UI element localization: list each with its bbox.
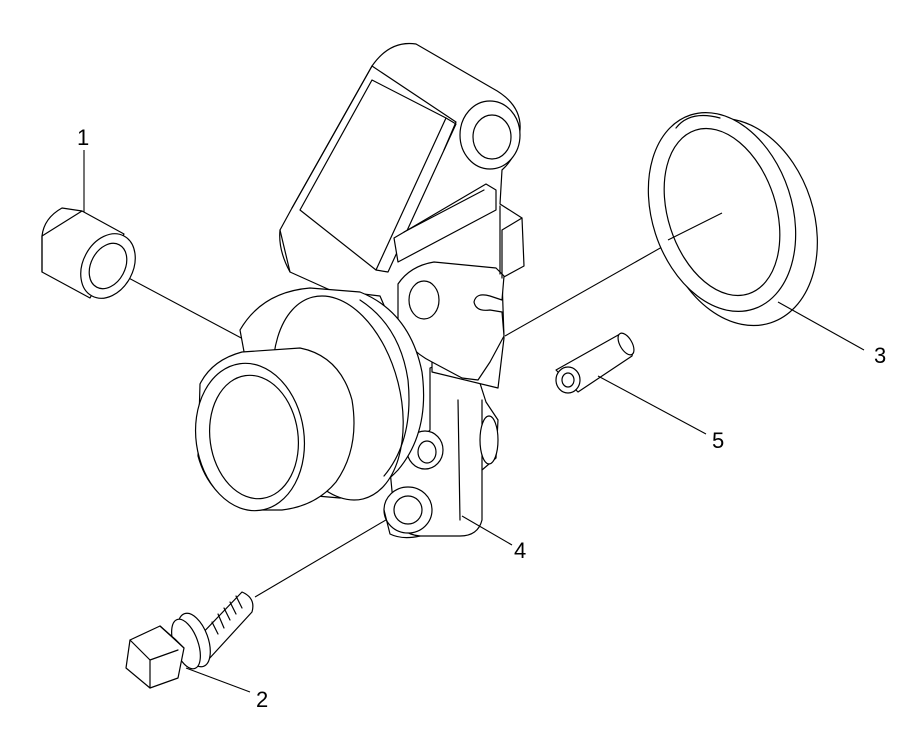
leader-3: [777, 301, 865, 351]
callout-labels: 1 2 3 4 5: [77, 125, 886, 712]
callout-label-5: 5: [712, 428, 724, 453]
part-5-pin: [555, 332, 635, 394]
callout-label-4: 4: [514, 538, 526, 563]
leader-4: [461, 515, 513, 546]
callout-leaders: [83, 150, 865, 693]
part-4-spigot: [194, 287, 425, 512]
leader-5: [597, 375, 707, 435]
callout-label-2: 2: [256, 687, 268, 712]
callout-label-1: 1: [77, 125, 89, 150]
callout-label-3: 3: [874, 343, 886, 368]
axis-line-bolt: [254, 506, 409, 598]
axis-line-ring-inner: [667, 212, 723, 241]
axis-line-bushing: [109, 267, 246, 341]
leader-2: [185, 667, 251, 693]
part-2-bolt: [125, 591, 254, 689]
part-3-ring: [647, 112, 818, 327]
part-1-bushing: [41, 207, 136, 299]
part-4-housing: [279, 42, 525, 539]
